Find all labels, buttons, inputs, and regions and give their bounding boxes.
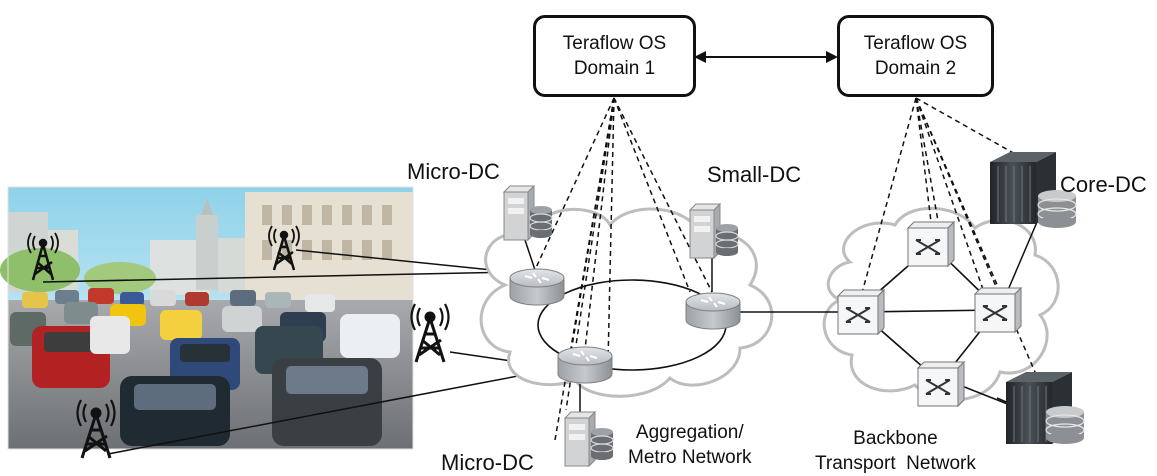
server-icon <box>502 184 553 242</box>
aggregation-network-label: Aggregation/ Metro Network <box>628 420 752 470</box>
backbone-line1: Backbone <box>853 428 938 449</box>
antenna-tower-icon <box>27 232 59 281</box>
os-box-line2: Domain 2 <box>874 58 957 79</box>
router-icon <box>685 292 741 330</box>
teraflow-os-domain-1-box: Teraflow OS Domain 1 <box>533 15 696 97</box>
backbone-line2: Transport Network <box>815 453 976 474</box>
optical-switch-icon <box>916 360 966 408</box>
small-dc-label: Small-DC <box>707 162 802 187</box>
os-box-line1: Teraflow OS <box>863 33 968 54</box>
antenna-tower-icon <box>76 399 116 459</box>
micro-dc-bottom-label: Micro-DC <box>441 450 534 475</box>
router-icon <box>509 268 565 306</box>
core-dc-label: Core-DC <box>1060 172 1147 197</box>
optical-switch-icon <box>836 288 886 336</box>
optical-switch-icon <box>906 220 956 268</box>
teraflow-os-domain-2-box: Teraflow OS Domain 2 <box>837 15 994 97</box>
server-icon <box>688 202 739 260</box>
os-box-line2: Domain 1 <box>573 58 656 79</box>
antenna-tower-icon <box>268 225 300 271</box>
inter-domain-arrow <box>694 51 838 63</box>
router-icon <box>557 346 613 384</box>
os-box-line1: Teraflow OS <box>562 33 667 54</box>
antenna-tower-icon <box>410 303 450 363</box>
rack-server-icon <box>990 152 1077 228</box>
traffic-cars <box>10 288 400 446</box>
backbone-network-label: Backbone Transport Network <box>815 426 976 476</box>
micro-dc-top-label: Micro-DC <box>407 159 500 184</box>
rack-server-icon <box>1006 372 1085 444</box>
street-scene <box>0 186 414 450</box>
optical-switch-icon <box>973 286 1023 334</box>
aggregation-line1: Aggregation/ <box>635 422 744 443</box>
aggregation-line2: Metro Network <box>628 447 752 468</box>
server-icon <box>563 410 614 468</box>
